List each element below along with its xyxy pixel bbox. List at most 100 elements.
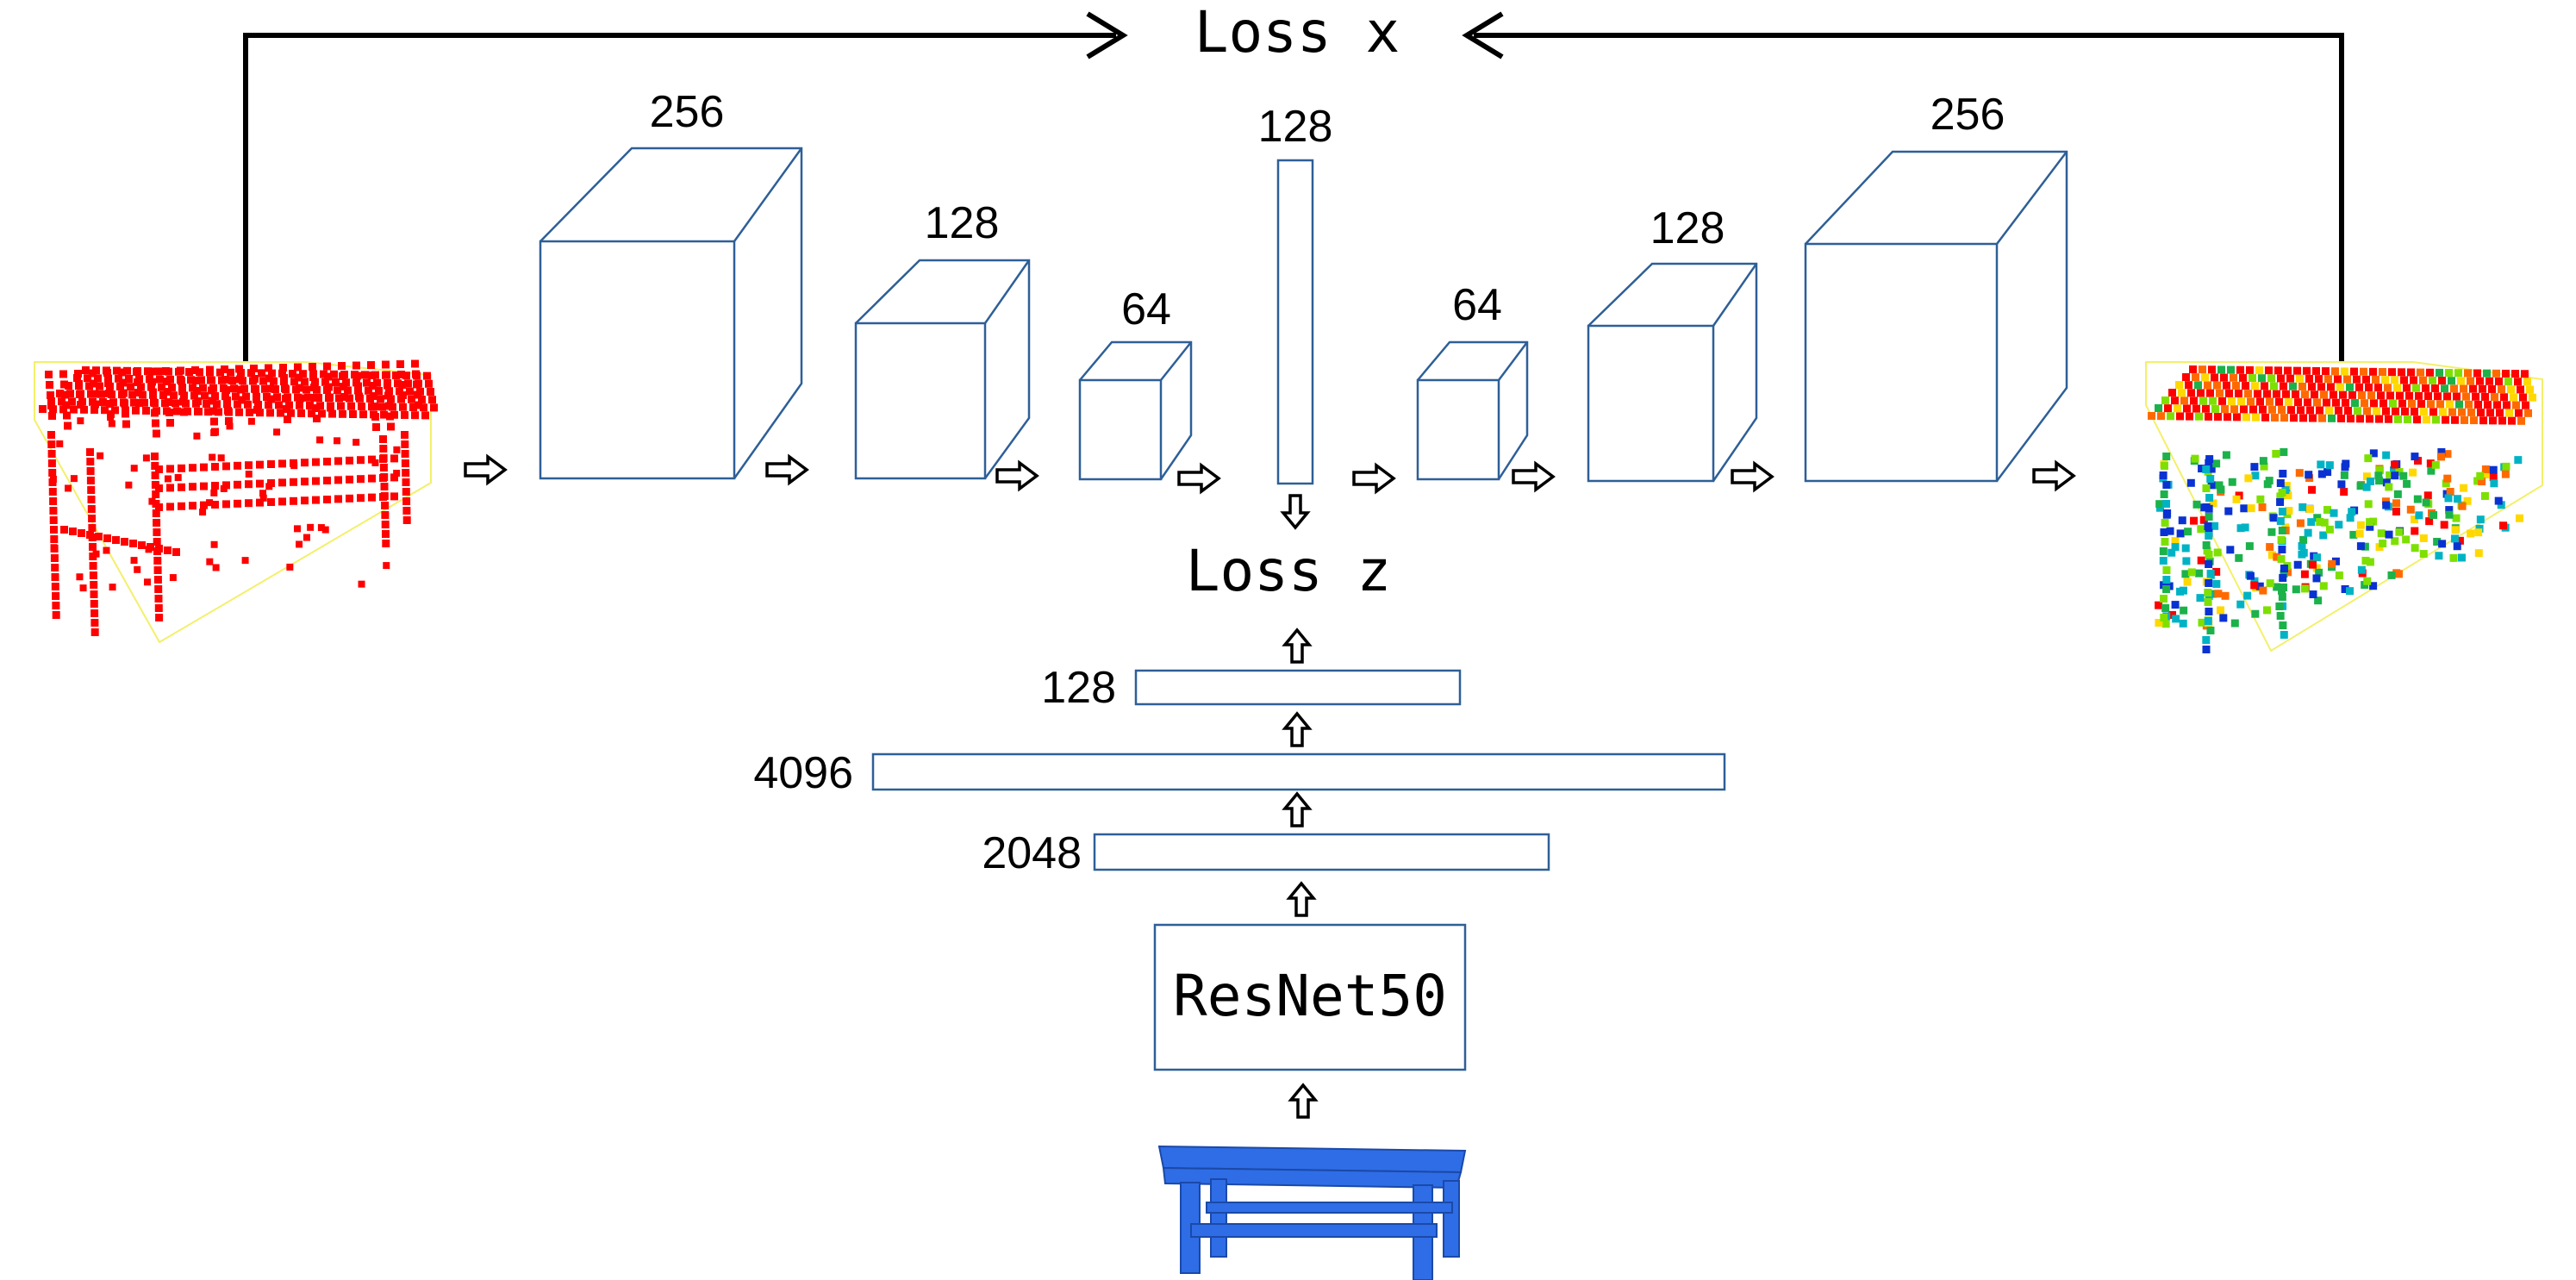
voxel xyxy=(399,391,407,399)
voxel xyxy=(2445,510,2454,519)
voxel xyxy=(2385,483,2393,491)
voxel xyxy=(2306,505,2315,514)
voxel xyxy=(163,378,171,385)
voxel xyxy=(189,464,196,472)
voxel xyxy=(294,363,302,372)
voxel xyxy=(234,480,241,489)
voxel xyxy=(199,384,207,392)
voxel xyxy=(237,385,245,394)
voxel xyxy=(2202,484,2211,492)
voxel xyxy=(2286,374,2294,383)
voxel xyxy=(2524,409,2532,417)
voxel xyxy=(2311,390,2318,399)
voxel xyxy=(84,374,91,383)
voxel xyxy=(133,368,140,376)
voxel xyxy=(334,457,342,465)
voxel xyxy=(70,405,78,414)
voxel xyxy=(2197,556,2205,565)
voxel xyxy=(2317,383,2325,391)
voxel xyxy=(301,459,309,467)
voxel xyxy=(134,565,141,573)
voxel xyxy=(111,406,119,415)
voxel xyxy=(2271,413,2279,421)
voxel xyxy=(2205,455,2214,464)
voxel xyxy=(2259,405,2267,414)
voxel xyxy=(2226,546,2235,554)
voxel xyxy=(179,397,187,406)
voxel xyxy=(2161,604,2170,612)
voxel xyxy=(321,526,329,534)
voxel xyxy=(87,505,96,513)
voxel xyxy=(2337,415,2345,422)
voxel xyxy=(2380,399,2387,408)
voxel xyxy=(2391,471,2399,480)
voxel xyxy=(2349,530,2358,539)
voxel xyxy=(312,477,320,485)
voxel xyxy=(230,384,238,393)
voxel xyxy=(2280,631,2288,639)
voxel xyxy=(2324,375,2332,384)
voxel xyxy=(2431,384,2439,393)
voxel xyxy=(2298,541,2306,550)
voxel xyxy=(154,595,163,603)
voxel xyxy=(325,383,333,391)
voxel xyxy=(392,372,400,379)
voxel xyxy=(194,397,202,405)
voxel xyxy=(56,440,64,447)
voxel xyxy=(2316,517,2324,526)
voxel xyxy=(155,484,163,492)
voxel xyxy=(2256,397,2264,406)
voxel xyxy=(252,385,259,393)
voxel xyxy=(2278,489,2286,496)
bench-rail xyxy=(1190,1223,1438,1238)
voxel xyxy=(89,543,97,551)
voxel xyxy=(2205,513,2213,521)
voxel xyxy=(2202,646,2211,653)
voxel xyxy=(2216,389,2224,397)
voxel xyxy=(2515,514,2523,522)
voxel xyxy=(2440,521,2448,529)
voxel xyxy=(2299,535,2308,544)
voxel xyxy=(2405,391,2413,400)
voxel xyxy=(2285,507,2293,515)
arrow-right-icon xyxy=(1177,464,1220,493)
voxel xyxy=(47,440,56,448)
voxel xyxy=(2339,390,2347,399)
voxel xyxy=(397,371,405,378)
voxel xyxy=(234,400,241,409)
voxel xyxy=(250,365,258,372)
voxel xyxy=(125,481,133,489)
voxel xyxy=(258,369,265,378)
voxel xyxy=(172,399,179,408)
voxel xyxy=(62,401,70,409)
voxel xyxy=(2211,404,2219,413)
voxel xyxy=(309,373,317,381)
voxel xyxy=(2391,460,2399,469)
voxel xyxy=(2278,527,2286,534)
voxel xyxy=(2356,542,2365,551)
voxel xyxy=(134,378,141,386)
encoder-block-64 xyxy=(1078,340,1193,481)
voxel xyxy=(2323,468,2332,477)
voxel xyxy=(107,414,115,421)
voxel xyxy=(121,399,128,408)
voxel xyxy=(2187,389,2195,397)
voxel xyxy=(2366,558,2374,566)
voxel xyxy=(2407,368,2415,377)
voxel xyxy=(95,533,103,540)
voxel xyxy=(2472,392,2479,401)
voxel xyxy=(2300,570,2309,578)
voxel xyxy=(2325,406,2333,415)
voxel xyxy=(2473,369,2481,378)
voxel xyxy=(2377,529,2386,538)
voxel xyxy=(303,534,310,541)
voxel xyxy=(123,366,131,375)
voxel xyxy=(2417,368,2424,377)
voxel xyxy=(2370,399,2378,408)
voxel xyxy=(2205,459,2213,467)
voxel xyxy=(2367,391,2375,400)
voxel xyxy=(2168,389,2176,396)
voxel xyxy=(2201,373,2209,382)
voxel xyxy=(2209,396,2217,405)
voxel xyxy=(2222,451,2230,459)
